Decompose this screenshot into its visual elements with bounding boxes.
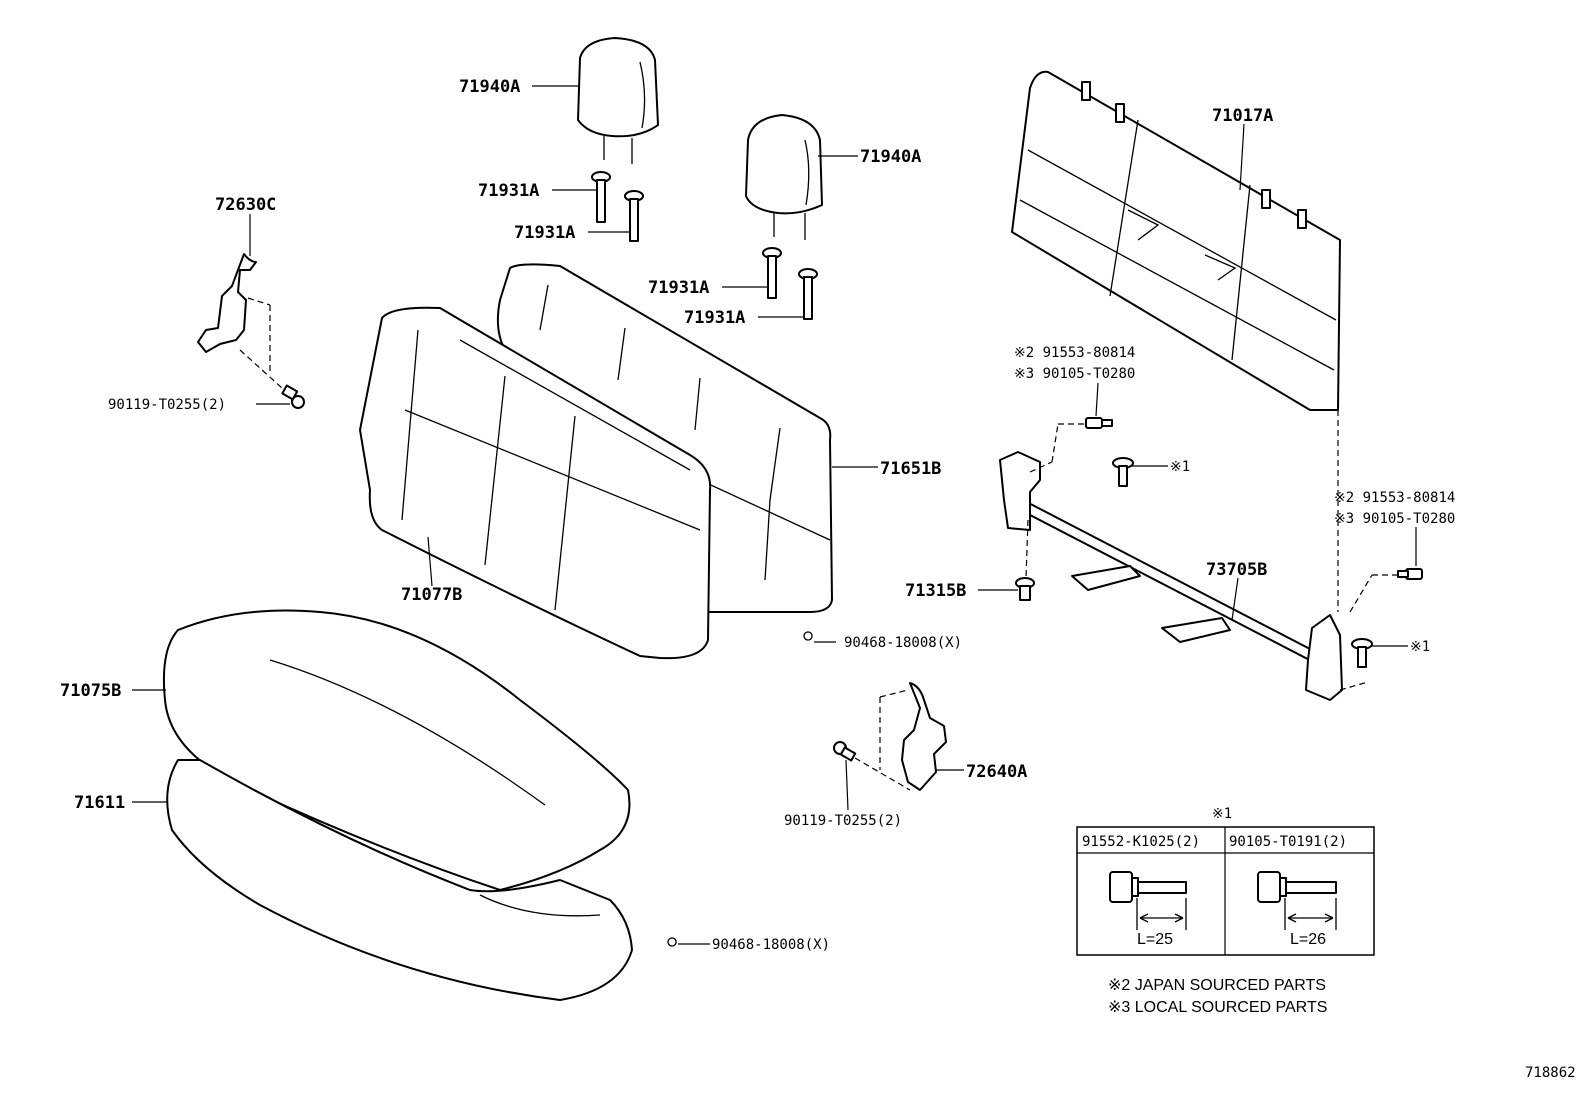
note-local-sourced: ※3 LOCAL SOURCED PARTS (1108, 999, 1327, 1016)
label-71077B: 71077B (401, 585, 462, 605)
label-71931A-3: 71931A (648, 278, 709, 298)
hinge-72640A (854, 682, 947, 791)
label-71940A-1: 71940A (459, 77, 520, 97)
label-90119-2: 90119-T0255(2) (784, 813, 902, 829)
label-71651B: 71651B (880, 459, 941, 479)
fastener-col1-part: 91552-K1025(2) (1082, 834, 1200, 850)
seat-back-right-71651B (496, 263, 833, 613)
frame-bar-73705B (999, 400, 1408, 701)
leader-lines (132, 85, 1417, 945)
label-71017A: 71017A (1212, 106, 1273, 126)
seat-cushion-71075B (162, 609, 631, 891)
bolt-90105-drawing (1257, 871, 1337, 930)
label-72640A: 72640A (966, 762, 1027, 782)
diagram-id: 718862 (1525, 1065, 1576, 1081)
label-71931A-2: 71931A (514, 223, 575, 243)
label-71075B: 71075B (60, 681, 121, 701)
clip-90468-1 (803, 631, 813, 641)
headrest-right (745, 114, 823, 240)
bolt-ref1-lower (1351, 638, 1373, 668)
label-71931A-4: 71931A (684, 308, 745, 328)
label-71315B: 71315B (905, 581, 966, 601)
label-90119-1: 90119-T0255(2) (108, 397, 226, 413)
bolt-90119-left (281, 384, 305, 409)
seat-back-left-71077B (359, 306, 712, 660)
bolt-ref1-upper (1112, 457, 1134, 487)
bolt-91553-lower (1397, 568, 1423, 580)
label-90105-2: ※3 90105-T0280 (1334, 511, 1455, 527)
label-73705B: 73705B (1206, 560, 1267, 580)
headrest-left (577, 37, 659, 164)
headrest-guide-2 (624, 190, 644, 242)
headrest-guide-4 (798, 268, 818, 320)
label-71940A-2: 71940A (860, 147, 921, 167)
fastener-col2-part: 90105-T0191(2) (1229, 834, 1347, 850)
bolt-91552-drawing (1109, 871, 1187, 930)
label-71611: 71611 (74, 793, 125, 813)
headrest-guide-3 (762, 247, 782, 299)
fastener-table: ※1 91552-K1025(2) 90105-T0191(2) L=25 L=… (1076, 806, 1375, 956)
label-72630C: 72630C (215, 195, 276, 215)
seat-pad-71611 (166, 759, 633, 1001)
length-label-25: L=25 (1137, 931, 1173, 948)
source-notes: ※2 JAPAN SOURCED PARTS ※3 LOCAL SOURCED … (1108, 977, 1327, 1016)
label-90468-2: 90468-18008(X) (712, 937, 830, 953)
label-90468-1: 90468-18008(X) (844, 635, 962, 651)
bolt-90119-right (833, 741, 857, 762)
hinge-72630C (197, 253, 283, 389)
label-ref1-b: ※1 (1410, 639, 1430, 655)
label-71931A-1: 71931A (478, 181, 539, 201)
nut-71315B (1015, 577, 1035, 601)
length-label-26: L=26 (1290, 931, 1326, 948)
label-91553-1: ※2 91553-80814 (1014, 345, 1135, 361)
label-91553-2: ※2 91553-80814 (1334, 490, 1455, 506)
label-ref1-a: ※1 (1170, 459, 1190, 475)
headrest-guide-1 (591, 171, 611, 223)
part-labels: 71940A 71940A 71931A 71931A 71931A 71931… (60, 77, 1455, 953)
note-japan-sourced: ※2 JAPAN SOURCED PARTS (1108, 977, 1326, 994)
seatback-frame-71017A (1011, 70, 1341, 411)
label-90105-1: ※3 90105-T0280 (1014, 366, 1135, 382)
clip-90468-2 (667, 937, 677, 947)
fastener-table-title: ※1 (1212, 806, 1232, 822)
bolt-91553-upper (1085, 417, 1113, 429)
